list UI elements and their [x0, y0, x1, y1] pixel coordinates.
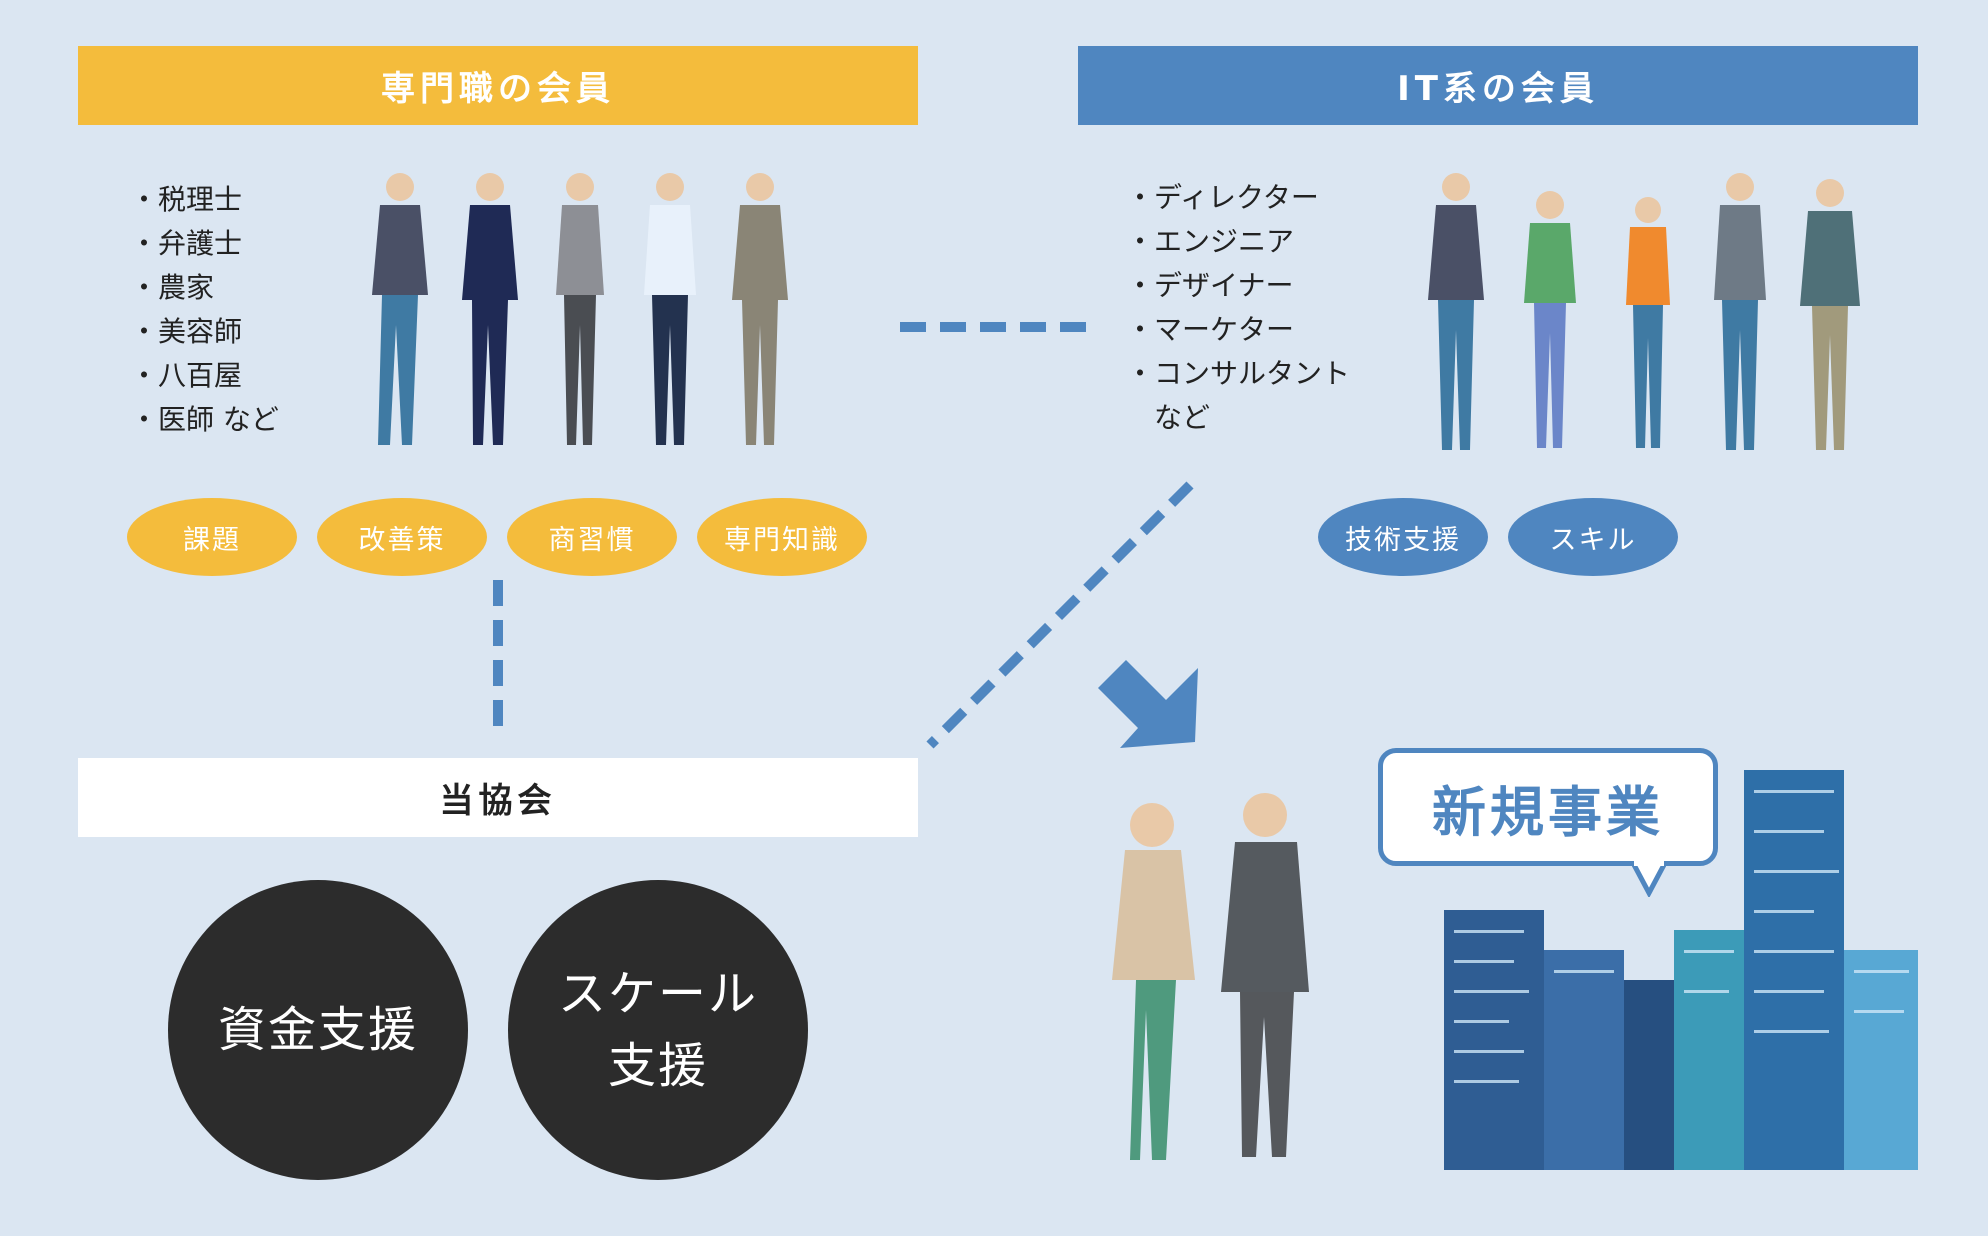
tag-pill: 改善策: [317, 498, 487, 576]
person-figure: [556, 173, 604, 445]
list-item: ・弁護士: [130, 227, 243, 260]
funding-support-circle: 資金支援: [168, 880, 468, 1180]
association-bar: 当協会: [78, 758, 918, 837]
new-business-label: 新規事業: [1432, 780, 1664, 844]
person-figure: [1800, 179, 1860, 450]
tag-label: 課題: [183, 524, 241, 556]
tag-label: 改善策: [358, 524, 446, 556]
professional-members-title: 専門職の会員: [381, 69, 615, 109]
scale-support-circle: スケール 支援: [508, 880, 808, 1180]
down-right-arrow-icon: [1098, 660, 1198, 748]
city-skyline-illustration: [1444, 770, 1918, 1170]
it-members-header: IT系の会員: [1078, 46, 1918, 125]
circle-label: スケール: [557, 966, 758, 1022]
circle-label: 支援: [607, 1038, 708, 1094]
tag-label: 専門知識: [724, 524, 840, 556]
speech-bubble-tail: [1632, 861, 1666, 897]
list-item: ・コンサルタント: [1126, 357, 1351, 390]
person-figure: [372, 173, 428, 445]
list-item: ・医師 など: [130, 403, 279, 436]
circle-label: 資金支援: [217, 1002, 418, 1058]
person-figure: [644, 173, 696, 445]
tag-label: 商習慣: [548, 524, 636, 556]
list-item: ・エンジニア: [1126, 225, 1295, 258]
business-meeting-illustration: [1112, 793, 1309, 1160]
it-people-illustration: [1428, 173, 1860, 450]
diagonal-connector: [926, 481, 1194, 749]
list-item: ・ディレクター: [1126, 181, 1319, 214]
professional-members-header: 専門職の会員: [78, 46, 918, 125]
tag-pill: 専門知識: [697, 498, 867, 576]
speech-bubble: 新規事業: [1378, 748, 1718, 866]
person-figure: [1221, 793, 1309, 1157]
list-item: ・農家: [130, 271, 215, 304]
tag-pill: スキル: [1508, 498, 1678, 576]
person-figure: [1428, 173, 1484, 450]
person-figure: [462, 173, 518, 445]
tag-pill: 課題: [127, 498, 297, 576]
tag-pill: 技術支援: [1318, 498, 1488, 576]
list-item: ・美容師: [130, 315, 243, 348]
person-figure: [1626, 197, 1670, 448]
list-item: など: [1126, 401, 1211, 434]
list-item: ・マーケター: [1126, 313, 1295, 346]
it-members-title: IT系の会員: [1397, 69, 1599, 109]
person-figure: [1714, 173, 1766, 450]
list-item: ・八百屋: [130, 359, 243, 392]
tag-pill: 商習慣: [507, 498, 677, 576]
person-figure: [732, 173, 788, 445]
person-figure: [1524, 191, 1576, 448]
professional-people-illustration: [372, 173, 788, 445]
list-item: ・デザイナー: [1126, 269, 1294, 302]
tag-label: 技術支援: [1345, 524, 1461, 556]
professional-members-list: ・税理士 ・弁護士 ・農家 ・美容師 ・八百屋 ・医師 など: [130, 178, 279, 442]
association-title: 当協会: [439, 781, 557, 821]
it-members-list: ・ディレクター ・エンジニア ・デザイナー ・マーケター ・コンサルタント など: [1126, 176, 1350, 440]
tag-label: スキル: [1549, 524, 1637, 556]
person-figure: [1112, 803, 1195, 1160]
list-item: ・税理士: [130, 183, 243, 216]
